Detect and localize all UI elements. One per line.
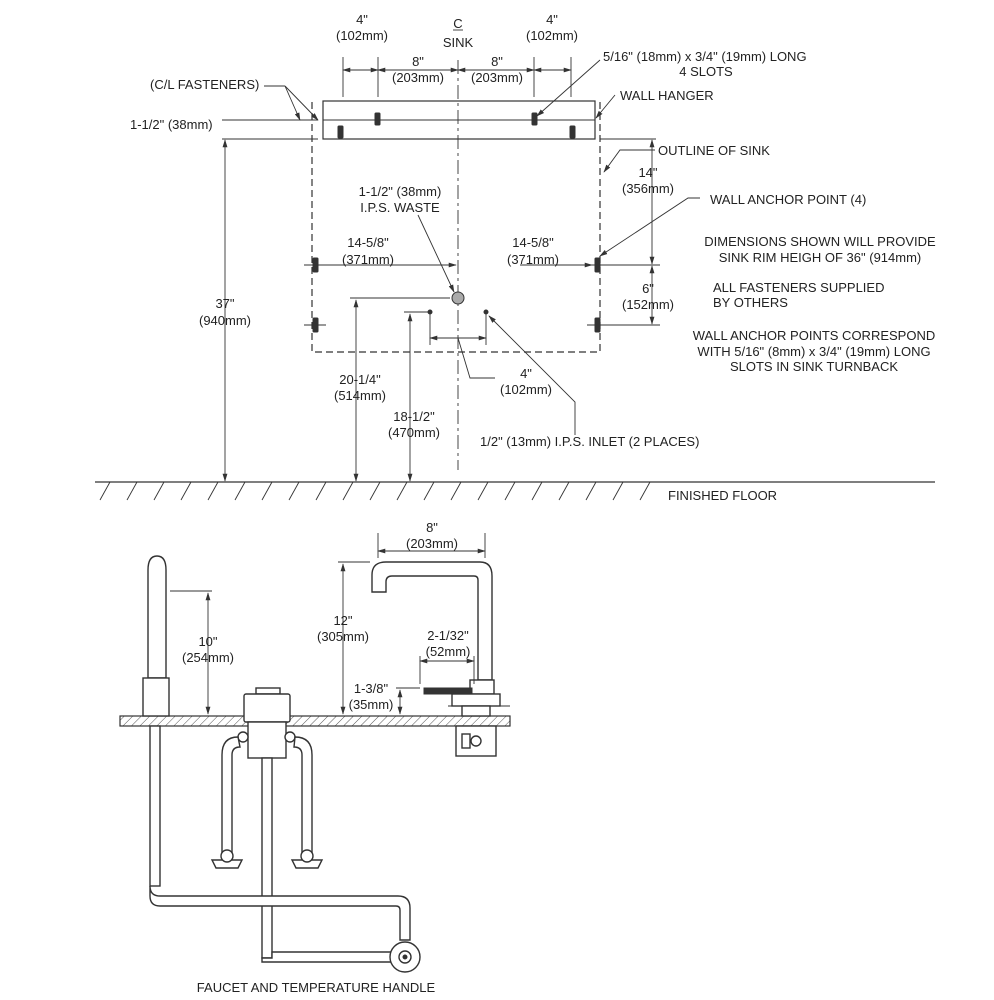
- dim-2132-mm: (52mm): [426, 644, 471, 659]
- inlet-left: [427, 309, 433, 315]
- sink-outline: [311, 102, 601, 353]
- dim-inlet-4-mm: (102mm): [500, 382, 552, 397]
- waste-label-line2: I.P.S. WASTE: [360, 200, 440, 215]
- dim-spout-8-mm: (203mm): [406, 536, 458, 551]
- dim-left-8-in: 8": [412, 54, 424, 69]
- dim-10-in: 10": [198, 634, 217, 649]
- dim-6-mm: (152mm): [622, 297, 674, 312]
- countertop: [119, 715, 511, 727]
- dim-inlet-4-in: 4": [520, 366, 532, 381]
- note2-line1: ALL FASTENERS SUPPLIED: [713, 280, 884, 295]
- dim-6-in: 6": [642, 281, 654, 296]
- dim-left-1458-mm: (371mm): [342, 252, 394, 267]
- dim-2132-in: 2-1/32": [427, 628, 469, 643]
- dim-10-mm: (254mm): [182, 650, 234, 665]
- supply-piping: [149, 885, 421, 973]
- slots-note-line1: 5/16" (18mm) x 3/4" (19mm) LONG: [603, 49, 807, 64]
- wall-anchor-point-label: WALL ANCHOR POINT (4): [710, 192, 866, 207]
- dim-right-1458-in: 14-5/8": [512, 235, 554, 250]
- temperature-control-post: [142, 555, 170, 887]
- dim-1812-mm: (470mm): [388, 425, 440, 440]
- notes: DIMENSIONS SHOWN WILL PROVIDE SINK RIM H…: [693, 234, 936, 374]
- dim-37-in: 37": [215, 296, 234, 311]
- dim-top-right-4-in: 4": [546, 12, 558, 27]
- finished-floor-label: FINISHED FLOOR: [668, 488, 777, 503]
- bottom-caption: FAUCET AND TEMPERATURE HANDLE: [197, 980, 436, 995]
- note1-line2: SINK RIM HEIGH OF 36" (914mm): [719, 250, 922, 265]
- dim-1812-in: 18-1/2": [393, 409, 435, 424]
- dim-37-mm: (940mm): [199, 313, 251, 328]
- mixing-valve: [210, 687, 324, 959]
- dim-right-1458-mm: (371mm): [507, 252, 559, 267]
- inlet-right: [483, 309, 489, 315]
- dim-spout-8-in: 8": [426, 520, 438, 535]
- dim-2014-mm: (514mm): [334, 388, 386, 403]
- waste-label-line1: 1-1/2" (38mm): [359, 184, 442, 199]
- centerline-sink-label: SINK: [443, 35, 474, 50]
- centerline-symbol: C: [453, 16, 462, 31]
- inlet-label: 1/2" (13mm) I.P.S. INLET (2 PLACES): [480, 434, 699, 449]
- dim-138-in: 1-3/8": [354, 681, 389, 696]
- spout: [371, 561, 510, 757]
- dim-12-mm: (305mm): [317, 629, 369, 644]
- cl-fasteners-label: (C/L FASTENERS): [150, 77, 259, 92]
- dim-14-in: 14": [638, 165, 657, 180]
- note3-line3: SLOTS IN SINK TURNBACK: [730, 359, 898, 374]
- note1-line1: DIMENSIONS SHOWN WILL PROVIDE: [704, 234, 936, 249]
- note2-line2: BY OTHERS: [713, 295, 788, 310]
- dim-top-left-4-in: 4": [356, 12, 368, 27]
- hanger-slots: [337, 112, 576, 139]
- dim-right-8-in: 8": [491, 54, 503, 69]
- dim-top-left-4-mm: (102mm): [336, 28, 388, 43]
- floor-hatching: [99, 481, 651, 501]
- dim-top-right-4-mm: (102mm): [526, 28, 578, 43]
- outline-of-sink-label: OUTLINE OF SINK: [658, 143, 770, 158]
- note3-line1: WALL ANCHOR POINTS CORRESPOND: [693, 328, 935, 343]
- note3-line2: WITH 5/16" (8mm) x 3/4" (19mm) LONG: [697, 344, 930, 359]
- dim-hanger-height: 1-1/2" (38mm): [130, 117, 213, 132]
- faucet-elevation-view: 8" (203mm) 12" (305mm) 10" (254mm) 2-1/3…: [119, 520, 511, 995]
- dim-right-8-mm: (203mm): [471, 70, 523, 85]
- dim-left-1458-in: 14-5/8": [347, 235, 389, 250]
- dim-14-mm: (356mm): [622, 181, 674, 196]
- top-dimensions: [342, 57, 572, 97]
- wall-hanger-label: WALL HANGER: [620, 88, 714, 103]
- dim-12-in: 12": [333, 613, 352, 628]
- waste-outlet: [451, 291, 465, 305]
- dim-left-8-mm: (203mm): [392, 70, 444, 85]
- dim-2014-in: 20-1/4": [339, 372, 381, 387]
- slots-note-line2: 4 SLOTS: [679, 64, 733, 79]
- wall-elevation-view: 4" (102mm) C SINK 4" (102mm) 8" (203mm) …: [95, 12, 936, 503]
- wall-anchor-points: [304, 257, 660, 333]
- dim-138-mm: (35mm): [349, 697, 394, 712]
